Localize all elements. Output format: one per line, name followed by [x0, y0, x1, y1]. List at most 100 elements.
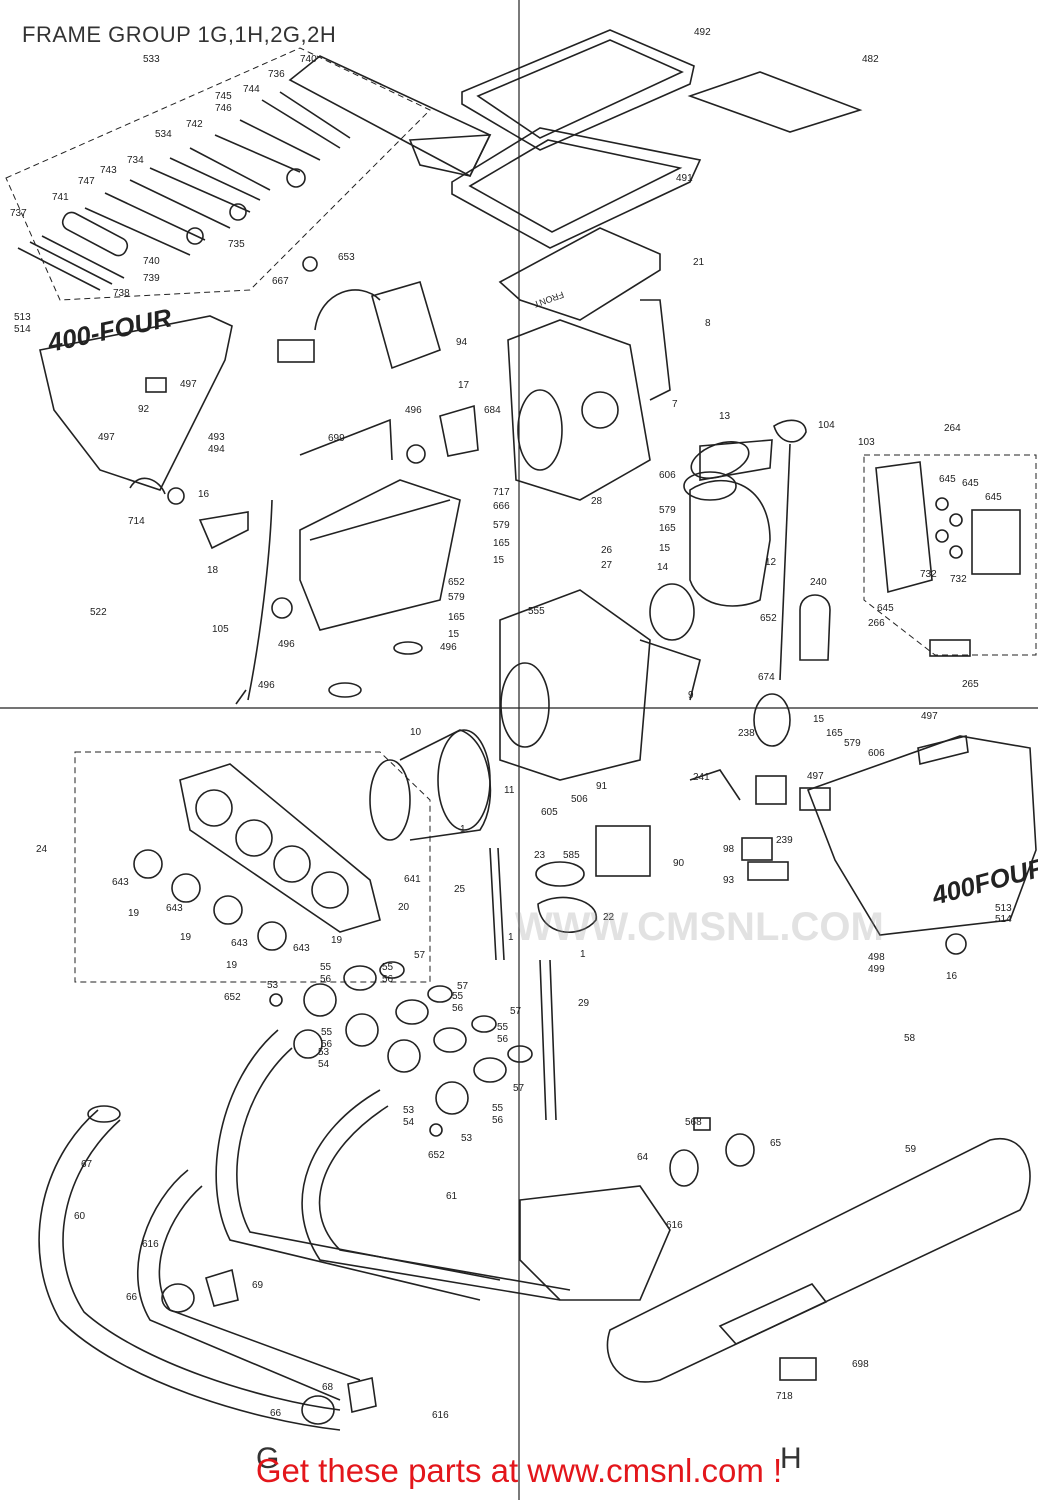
- rectifier-assembly: [277, 256, 441, 370]
- part-number-label: 10: [410, 727, 422, 738]
- part-number-label: 717: [493, 487, 510, 498]
- part-number-label: 506: [571, 794, 588, 805]
- part-number-label: 643: [166, 903, 183, 914]
- part-number-label: 492: [694, 27, 711, 38]
- reservoir: [773, 419, 831, 681]
- right-side-cover-lettering: 400FOUR: [928, 851, 1038, 911]
- part-number-label: 568: [685, 1117, 702, 1128]
- part-number-label: 1: [460, 824, 466, 835]
- part-number-label: 482: [862, 54, 879, 65]
- part-number-label: 26: [601, 545, 613, 556]
- part-number-label: 19: [180, 932, 192, 943]
- part-number-label: 579: [493, 520, 510, 531]
- part-number-label: 165: [448, 612, 465, 623]
- part-number-label: 496: [278, 639, 295, 650]
- part-number-label: 645: [962, 478, 979, 489]
- part-number-label: 496: [258, 680, 275, 691]
- part-number-label: 579: [448, 592, 465, 603]
- part-number-label: 64: [637, 1152, 649, 1163]
- part-number-label: 238: [738, 728, 755, 739]
- right-side-cover: [799, 735, 1037, 955]
- part-number-label: 165: [659, 523, 676, 534]
- part-number-label: 18: [207, 565, 219, 576]
- part-number-label: 98: [723, 844, 735, 855]
- part-number-label: 645: [877, 603, 894, 614]
- part-number-label: 513: [14, 312, 31, 323]
- part-number-label: 16: [946, 971, 958, 982]
- carb-insulators: [269, 961, 533, 1137]
- part-number-label: 699: [328, 433, 345, 444]
- part-number-label: 23: [534, 850, 546, 861]
- part-number-label: 13: [719, 411, 731, 422]
- part-number-label: 497: [921, 711, 938, 722]
- tool-kit-group: [5, 47, 431, 301]
- part-number-label: 734: [127, 155, 144, 166]
- part-number-label: 16: [198, 489, 210, 500]
- part-number-label: 738: [113, 288, 130, 299]
- part-number-label: 56: [321, 1039, 333, 1050]
- part-number-label: 496: [440, 642, 457, 653]
- grid-letter-g: G: [256, 1442, 280, 1475]
- part-number-label: 61: [446, 1191, 458, 1202]
- part-number-label: 104: [818, 420, 835, 431]
- part-number-label: 57: [457, 981, 469, 992]
- intake-grille-13: [699, 439, 773, 481]
- bracket-17: [439, 404, 479, 457]
- part-number-label: 54: [403, 1117, 415, 1128]
- part-number-label: 93: [723, 875, 735, 886]
- part-number-label: 57: [510, 1006, 522, 1017]
- part-number-label: 12: [765, 557, 777, 568]
- part-number-label: 69: [252, 1280, 264, 1291]
- page-title: FRAME GROUP 1G,1H,2G,2H: [22, 22, 337, 47]
- part-number-label: 165: [826, 728, 843, 739]
- part-number-label: 20: [398, 902, 410, 913]
- part-number-label: 90: [673, 858, 685, 869]
- part-number-label: 652: [224, 992, 241, 1003]
- part-number-label: 25: [454, 884, 466, 895]
- part-number-label: 513: [995, 903, 1012, 914]
- part-number-label: 60: [74, 1211, 86, 1222]
- part-number-label: 55: [492, 1103, 504, 1114]
- part-number-label: 496: [405, 405, 422, 416]
- part-number-label: 56: [320, 974, 332, 985]
- part-number-label: 616: [142, 1239, 159, 1250]
- part-number-label: 652: [448, 577, 465, 588]
- part-number-label: 579: [659, 505, 676, 516]
- watermark: WWW.CMSNL.COM: [515, 905, 884, 949]
- part-number-label: 264: [944, 423, 961, 434]
- parts-link-banner[interactable]: Get these parts at www.cmsnl.com !: [255, 1452, 783, 1489]
- part-number-label: 11: [504, 785, 515, 796]
- part-number-label: 55: [497, 1022, 509, 1033]
- left-side-cover: [39, 315, 233, 505]
- carb-box-9: [499, 589, 701, 781]
- part-number-label: 53: [318, 1047, 330, 1058]
- part-number-label: 555: [528, 606, 545, 617]
- bracket-18: [198, 511, 249, 550]
- part-number-label: 744: [243, 84, 260, 95]
- part-number-label: 497: [807, 771, 824, 782]
- ignition-components: [535, 693, 791, 934]
- part-number-label: 616: [432, 1410, 449, 1421]
- part-number-label: 68: [322, 1382, 334, 1393]
- rubber-boot-10: [369, 729, 492, 841]
- part-number-label: 522: [90, 607, 107, 618]
- part-number-label: 54: [318, 1059, 330, 1070]
- air-filter: [498, 227, 661, 321]
- part-number-label: 585: [563, 850, 580, 861]
- part-number-label: 15: [493, 555, 505, 566]
- part-number-label: 514: [995, 914, 1012, 925]
- part-number-label: 29: [578, 998, 590, 1009]
- part-number-label: 740: [300, 54, 317, 65]
- air-cleaner-cover: [451, 29, 863, 249]
- part-number-label: 741: [52, 192, 69, 203]
- part-number-label: 67: [81, 1159, 93, 1170]
- part-number-label: 92: [138, 404, 150, 415]
- part-number-label: 732: [950, 574, 967, 585]
- part-number-label: 57: [414, 950, 426, 961]
- part-number-label: 745: [215, 91, 232, 102]
- part-number-label: 747: [78, 176, 95, 187]
- part-number-label: 7: [672, 399, 678, 410]
- part-number-label: 21: [693, 257, 705, 268]
- part-number-label: 241: [693, 772, 710, 783]
